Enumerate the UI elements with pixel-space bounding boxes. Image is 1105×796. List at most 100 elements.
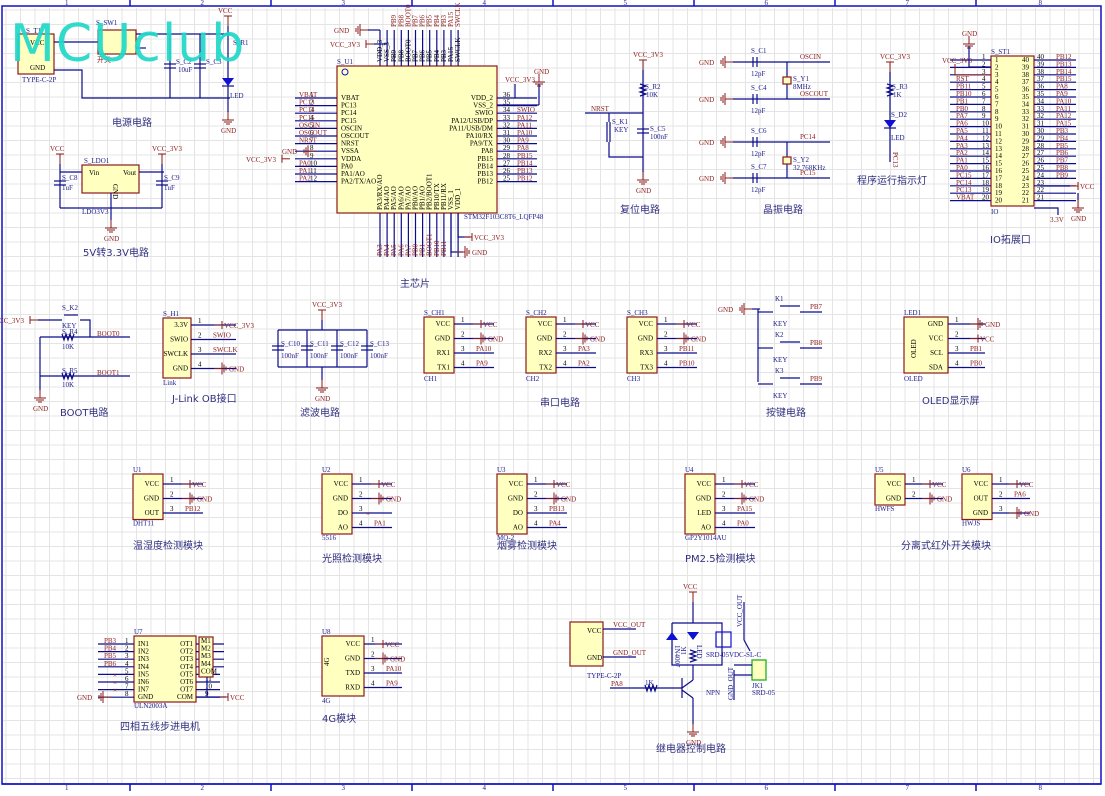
pin-number: 22 [1037, 186, 1045, 194]
pin-name: PB9 [390, 49, 398, 62]
net-label: PB7 [1056, 157, 1069, 165]
part-number: TYPE-C-2P [22, 76, 56, 84]
section-title: 继电器控制电路 [656, 742, 726, 755]
gnd-label: GND [104, 235, 119, 243]
power-label: VCC_3V3 [880, 53, 910, 61]
pin-name: PB8 [397, 49, 405, 62]
oled-module [903, 316, 949, 374]
pin-number: 11 [982, 127, 989, 135]
pin-number: 2 [722, 491, 726, 499]
uart-module [423, 316, 455, 374]
led-icon [222, 78, 234, 86]
pin-number: 3 [198, 346, 202, 354]
pin-name: GND [537, 335, 552, 343]
pin-name: GND [345, 655, 360, 663]
value-label: 100nF [281, 352, 299, 360]
section-title: 晶振电路 [763, 203, 803, 216]
pin-name: TX3 [640, 364, 653, 372]
no-connect-mark: × [366, 510, 370, 518]
pin-name: 7 [995, 100, 999, 108]
power-switch [97, 29, 137, 55]
pin-name: TX2 [539, 364, 552, 372]
net-label: PA0 [956, 164, 968, 172]
power-label: VCC [980, 336, 995, 344]
crystal-y2 [782, 156, 792, 165]
net-label: PB7 [810, 303, 823, 311]
part-number: HWJS [962, 520, 980, 528]
pin-name: PA10/RX [466, 132, 493, 140]
net-label: PB13 [1056, 60, 1072, 68]
pin-name: BOOT0 [404, 39, 412, 62]
ref-designator: S_CH2 [526, 309, 547, 317]
net-label: PA15 [1056, 120, 1072, 128]
pin-number: 34 [1037, 97, 1045, 105]
net-label: SWIO [213, 332, 231, 340]
pin-name: VCC [334, 480, 349, 488]
value-label: 1uF [62, 184, 73, 192]
pin-number: 32 [1037, 112, 1045, 120]
pin-name: 20 [995, 197, 1003, 205]
ref-designator: U8 [322, 628, 331, 636]
pin-name: PB5 [426, 49, 434, 62]
pin-number: 30 [1037, 127, 1045, 135]
pin-name: VCC [639, 320, 654, 328]
pin-name: 33 [1022, 108, 1030, 116]
pin-name: OT1 [180, 640, 193, 648]
part-number: STM32F103C8T6_LQFP48 [464, 213, 544, 221]
pin-name: 21 [1022, 197, 1030, 205]
pin-number: 27 [503, 159, 511, 167]
ref-designator: K1 [775, 295, 784, 303]
pin-number: 5 [310, 121, 314, 129]
pin-name: PB14 [477, 162, 493, 170]
led-icon [687, 632, 699, 640]
oled-body-label: OLED [910, 339, 918, 358]
part-number: SRD-05VDC-SL-C [706, 651, 762, 659]
pin-name: PA2/TX/AO [341, 178, 376, 186]
ref-designator: S_Y1 [793, 75, 809, 83]
net-label: SWCLK [454, 3, 462, 28]
pin-name: 1 [995, 56, 999, 64]
pin-name: VDD_3 [376, 39, 384, 62]
switch-label: 开关 [97, 55, 111, 64]
net-label: NRST [299, 137, 318, 145]
pin-name: COM [177, 693, 194, 701]
ref-designator: JK1 [752, 682, 764, 690]
net-label: PA2 [956, 149, 968, 157]
pin-number: 35 [1037, 90, 1045, 98]
pin-name: VCC [145, 480, 160, 488]
section-title: 滤波电路 [300, 406, 340, 419]
pin-name: VDD_1 [454, 187, 462, 210]
pin-number: 6 [125, 675, 129, 683]
net-label: PB15 [1056, 75, 1072, 83]
gnd-label: GND [221, 127, 236, 135]
pin-number: 2 [664, 331, 668, 339]
pin-name: PA11/USB/DM [449, 124, 494, 132]
net-label: PB15 [517, 152, 533, 160]
power-label: VCC_3V3 [474, 234, 504, 242]
net-label: PA8 [611, 680, 623, 688]
pin-number: 35 [503, 99, 511, 107]
ref-designator: S_K2 [62, 304, 78, 312]
zone-number: 2 [201, 0, 205, 7]
pin-number: 2 [461, 331, 465, 339]
pin-name: GND [638, 335, 653, 343]
pin-number: 1 [664, 316, 668, 324]
resistor [885, 83, 895, 97]
pin-name: PB0/AO [412, 186, 420, 210]
pin-name: PB3 [440, 49, 448, 62]
power-label: VCC [1019, 481, 1034, 489]
net-label: PA11 [517, 121, 533, 129]
pin-number: 1 [461, 316, 465, 324]
net-label: PA10 [476, 345, 492, 353]
net-label: PA15 [737, 505, 753, 513]
pin-name: GND [696, 495, 711, 503]
gnd-label: GND [334, 27, 349, 35]
pin-number: 3 [999, 505, 1003, 513]
pin-name: PB11/RX [440, 183, 448, 210]
section-title: BOOT电路 [60, 406, 109, 419]
pin-name: VCC [887, 480, 902, 488]
stepper-motor-connector [198, 636, 214, 678]
net-label: PA15 [447, 11, 455, 27]
net-label: PB1 [419, 243, 427, 256]
section-title: 烟雾检测模块 [497, 539, 557, 552]
